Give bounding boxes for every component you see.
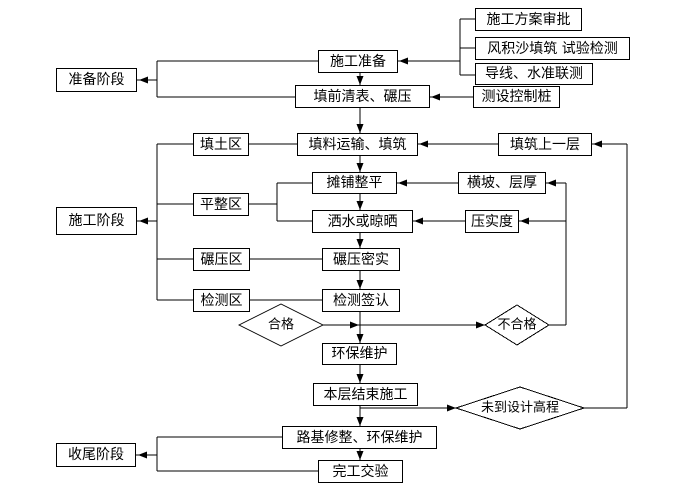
zone-fill-box: 填土区 xyxy=(193,133,249,156)
cross-slope-thickness-box: 横坡、层厚 xyxy=(458,172,546,194)
zone-test-box: 检测区 xyxy=(193,289,250,312)
control-stakes-box: 测设控制桩 xyxy=(473,86,560,108)
pre-fill-clearing-box: 填前清表、碾压 xyxy=(295,85,430,108)
fail-decision-label: 不合格 xyxy=(497,317,537,333)
construction-preparation-box: 施工准备 xyxy=(318,50,398,73)
zone-roll-box: 碾压区 xyxy=(193,248,250,271)
watering-drying-box: 洒水或晾晒 xyxy=(312,210,413,233)
material-transport-box: 填料运输、填筑 xyxy=(297,133,418,156)
sand-fill-test-box: 风积沙填筑 试验检测 xyxy=(475,37,630,60)
completion-box: 完工交验 xyxy=(318,460,403,483)
roadbed-trim-box: 路基修整、环保维护 xyxy=(282,426,437,449)
env-maintenance-box: 环保维护 xyxy=(322,343,397,365)
pass-diamond xyxy=(237,303,325,347)
not-design-elevation-label: 未到设计高程 xyxy=(480,400,560,416)
zone-level-box: 平整区 xyxy=(193,193,249,216)
not-design-elevation-diamond xyxy=(454,386,586,430)
layer-end-box: 本层结束施工 xyxy=(313,383,418,406)
rolling-compaction-box: 碾压密实 xyxy=(322,248,400,271)
survey-box: 导线、水准联测 xyxy=(475,63,593,85)
stage-final-box: 收尾阶段 xyxy=(56,443,136,467)
next-layer-box: 填筑上一层 xyxy=(498,133,592,156)
stage-construction-box: 施工阶段 xyxy=(56,207,137,235)
spreading-leveling-box: 摊铺整平 xyxy=(312,172,397,194)
arrowheads xyxy=(138,57,602,460)
fail-diamond xyxy=(484,304,550,346)
plan-approval-box: 施工方案审批 xyxy=(475,8,582,31)
compaction-degree-box: 压实度 xyxy=(465,210,519,233)
pass-decision-label: 合格 xyxy=(267,317,295,333)
stage-prep-box: 准备阶段 xyxy=(56,68,137,92)
inspection-signoff-box: 检测签认 xyxy=(322,289,400,312)
